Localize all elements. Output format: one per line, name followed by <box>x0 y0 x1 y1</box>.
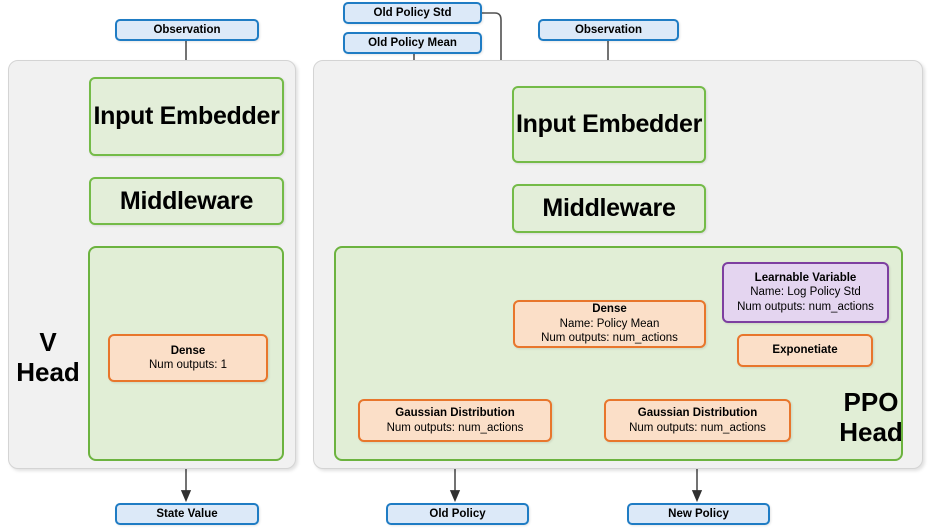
exponentiate-title: Exponetiate <box>772 344 838 357</box>
middleware-ppo-label: Middleware <box>542 194 676 222</box>
gaussian-new-outputs: Num outputs: num_actions <box>629 421 766 434</box>
dense-block-v-title: Dense <box>170 344 206 357</box>
v-head-title: V Head <box>16 327 80 387</box>
dense-policy-mean-name: Name: Policy Mean <box>559 317 660 330</box>
old-policy-mean-input[interactable]: Old Policy Mean <box>343 32 482 54</box>
state-value-output-label: State Value <box>156 508 218 520</box>
old-policy-output-label: Old Policy <box>429 508 486 520</box>
observation-input-v-label: Observation <box>153 24 221 36</box>
state-value-output[interactable]: State Value <box>115 503 259 525</box>
dense-block-v-outputs: Num outputs: 1 <box>149 359 227 371</box>
learnable-variable-name: Name: Log Policy Std <box>750 286 861 299</box>
new-policy-output-label: New Policy <box>668 508 729 520</box>
gaussian-old-outputs: Num outputs: num_actions <box>386 421 524 434</box>
learnable-variable-outputs: Num outputs: num_actions <box>737 300 874 313</box>
dense-block-v[interactable]: Dense Num outputs: 1 <box>108 334 268 382</box>
middleware-v-label: Middleware <box>119 186 254 215</box>
gaussian-distribution-old-block[interactable]: Gaussian Distribution Num outputs: num_a… <box>358 399 552 442</box>
input-embedder-ppo[interactable]: Input Embedder <box>512 86 706 163</box>
observation-input-ppo-label: Observation <box>574 24 643 36</box>
learnable-variable-block[interactable]: Learnable Variable Name: Log Policy Std … <box>722 262 889 323</box>
dense-policy-mean-block[interactable]: Dense Name: Policy Mean Num outputs: num… <box>513 300 706 348</box>
observation-input-ppo[interactable]: Observation <box>538 19 679 41</box>
old-policy-std-input[interactable]: Old Policy Std <box>343 2 482 24</box>
input-embedder-v[interactable]: Input Embedder <box>89 77 284 156</box>
observation-input-v[interactable]: Observation <box>115 19 259 41</box>
dense-policy-mean-title: Dense <box>592 303 627 316</box>
new-policy-output[interactable]: New Policy <box>627 503 770 525</box>
gaussian-distribution-new-block[interactable]: Gaussian Distribution Num outputs: num_a… <box>604 399 791 442</box>
learnable-variable-title: Learnable Variable <box>754 271 857 284</box>
input-embedder-v-label: Input Embedder <box>93 102 280 130</box>
old-policy-mean-input-label: Old Policy Mean <box>368 37 457 49</box>
exponentiate-block[interactable]: Exponetiate <box>737 334 873 367</box>
gaussian-new-title: Gaussian Distribution <box>637 407 758 420</box>
old-policy-std-input-label: Old Policy Std <box>373 7 452 19</box>
middleware-v[interactable]: Middleware <box>89 177 284 225</box>
gaussian-old-title: Gaussian Distribution <box>395 407 515 420</box>
old-policy-output[interactable]: Old Policy <box>386 503 529 525</box>
input-embedder-ppo-label: Input Embedder <box>515 110 703 138</box>
dense-policy-mean-outputs: Num outputs: num_actions <box>541 332 678 345</box>
ppo-head-title: PPO Head <box>839 387 903 447</box>
middleware-ppo[interactable]: Middleware <box>512 184 706 233</box>
